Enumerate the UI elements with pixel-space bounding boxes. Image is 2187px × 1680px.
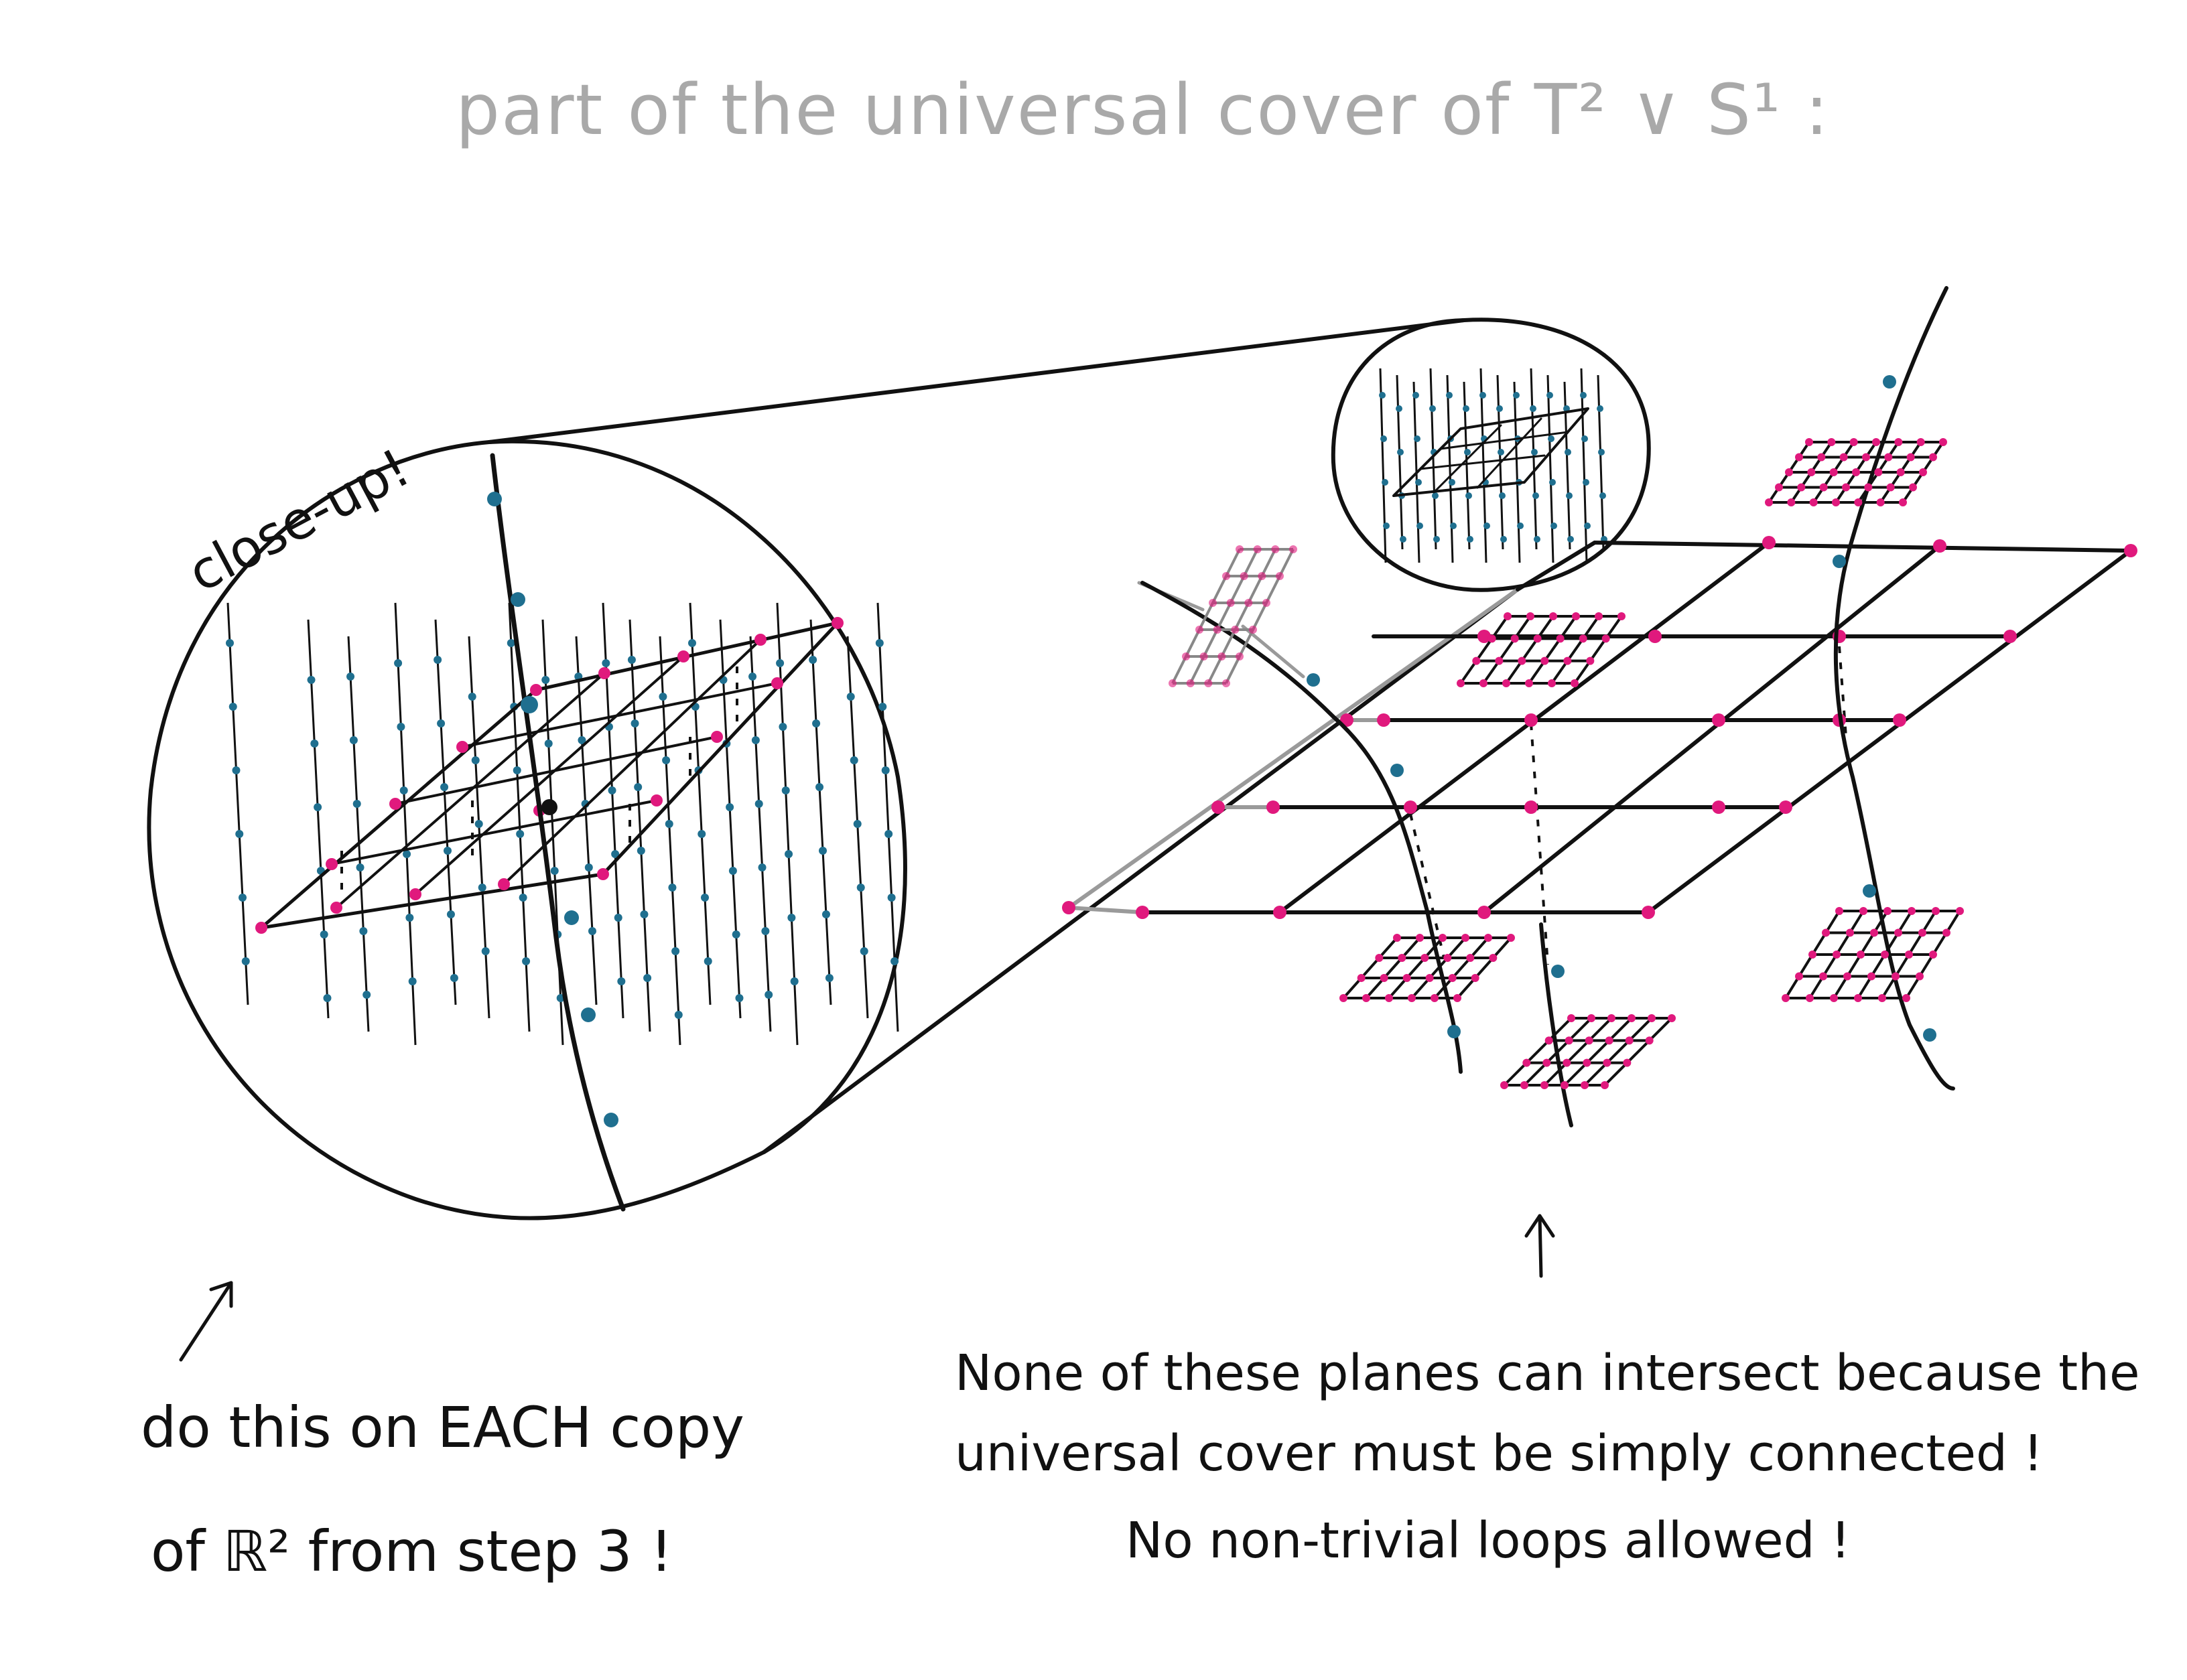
- small-circle-group: [1331, 318, 1651, 592]
- cone-line-bottom: [762, 587, 1520, 1154]
- main-plane-left-edge: [1067, 587, 1520, 910]
- closeup-line: [394, 602, 417, 1046]
- small-circle-lines: [1379, 368, 1607, 563]
- small-plane-grid: [1782, 907, 1964, 1002]
- small-circle: [1331, 318, 1651, 592]
- small-plane-grid: [1500, 1014, 1676, 1089]
- closeup-line: [307, 619, 330, 1019]
- closeup-line: [809, 619, 832, 1005]
- arrows: [179, 1214, 1555, 1362]
- closeup-line: [776, 602, 799, 1046]
- closeup-plane: [259, 621, 840, 930]
- closeup-label: close-up!: [179, 438, 419, 604]
- small-planes: [1169, 438, 1964, 1089]
- right-note-line2: universal cover must be simply connected…: [955, 1425, 2043, 1482]
- small-plane-grid: [1339, 934, 1515, 1002]
- closeup-line: [226, 602, 249, 1005]
- closeup-circle: [147, 439, 907, 1220]
- left-note-line2: of ℝ² from step 3 !: [151, 1519, 673, 1584]
- small-plane-grid: [1765, 438, 1947, 506]
- left-arrow: [179, 1281, 233, 1362]
- main-plane: [1067, 541, 2133, 965]
- closeup-line: [749, 636, 772, 1032]
- diagram-title: part of the universal cover of T² ∨ S¹ :: [456, 69, 1830, 151]
- closeup-line: [876, 602, 899, 1032]
- closeup-line: [689, 602, 712, 1005]
- small-plane-grid: [1457, 612, 1626, 687]
- closeup-line: [575, 636, 598, 1005]
- closeup-line: [628, 619, 651, 1032]
- right-note-line3: No non-trivial loops allowed !: [1126, 1512, 1851, 1569]
- closeup-line: [347, 636, 370, 1032]
- small-plane-grid: [1169, 545, 1297, 687]
- right-arrow: [1538, 1214, 1543, 1278]
- main-curves: [1140, 286, 1955, 1127]
- right-note-line1: None of these planes can intersect becau…: [955, 1344, 2140, 1402]
- cone-line-top: [487, 318, 1466, 444]
- closeup-line: [659, 636, 681, 1046]
- small-plane: [1392, 407, 1589, 497]
- main-plane-vertices: [1062, 536, 2137, 919]
- left-note-line1: do this on EACH copy: [141, 1395, 744, 1460]
- closeup-line: [719, 619, 742, 1019]
- closeup-central-line: [487, 453, 626, 1212]
